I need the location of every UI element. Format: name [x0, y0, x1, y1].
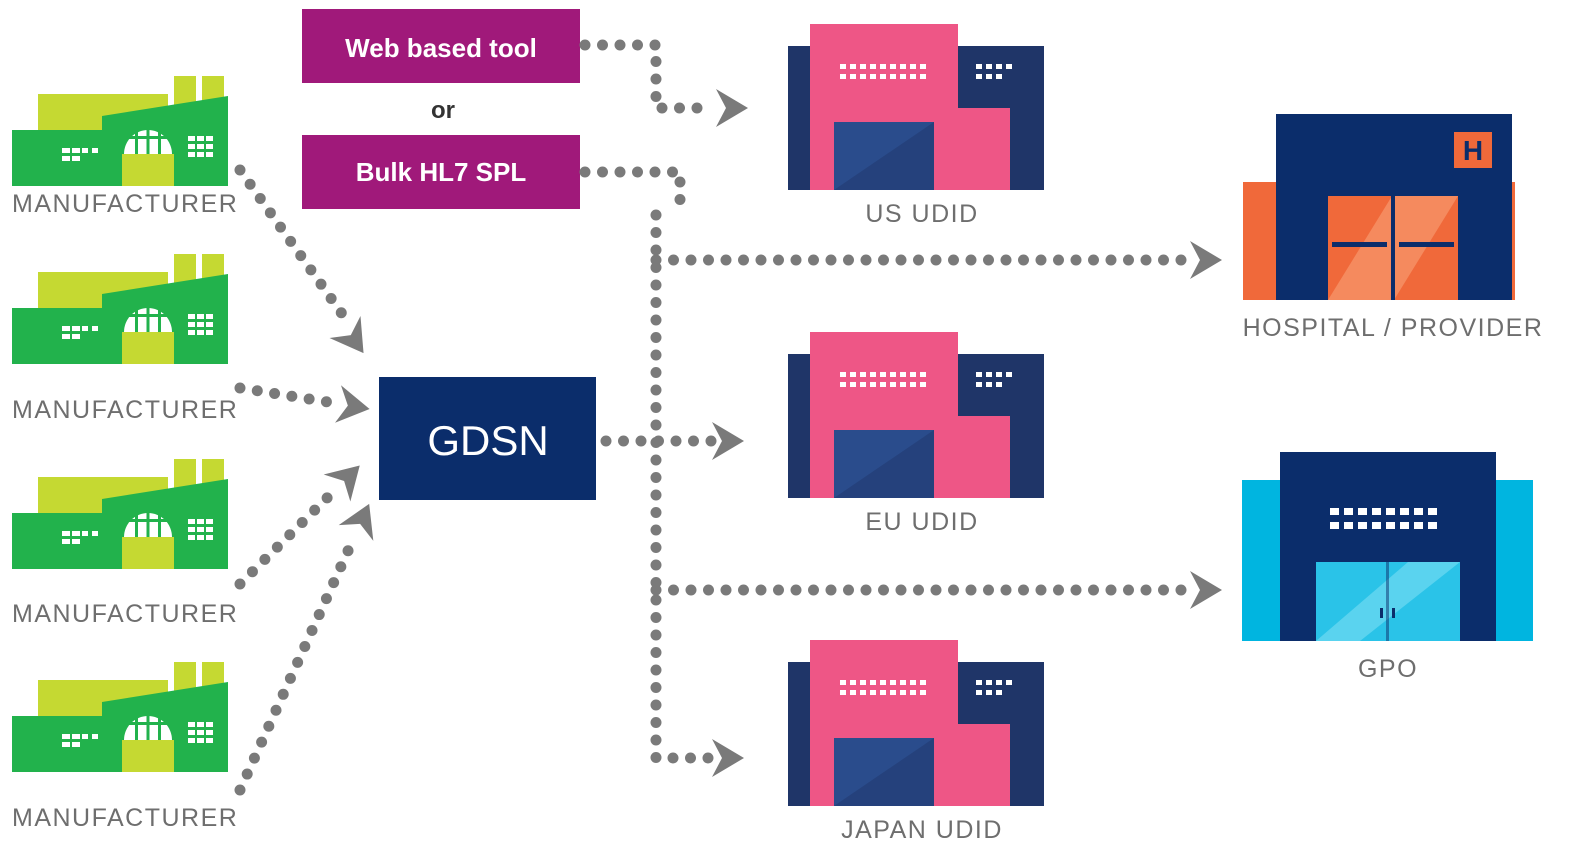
- factory-icon: [12, 76, 228, 186]
- arrow-icon: [712, 422, 744, 460]
- connector-gdsn-trunk: [650, 209, 718, 764]
- arrow-icon: [329, 315, 380, 365]
- arrow-icon: [335, 385, 373, 428]
- manufacturer-1: MANUFACTURER: [12, 76, 238, 218]
- bulk-hl7-spl-box: Bulk HL7 SPL: [302, 135, 580, 209]
- gdsn-hub: GDSN: [379, 377, 596, 500]
- udid-building-icon: [788, 24, 1044, 190]
- arrow-icon: [1190, 241, 1222, 279]
- hospital-badge: H: [1463, 135, 1483, 166]
- factory-icon: [12, 254, 228, 364]
- manufacturer-label: MANUFACTURER: [12, 396, 238, 424]
- connectors: [234, 39, 1196, 796]
- hospital-icon: H: [1243, 114, 1515, 300]
- bulk-hl7-spl-label: Bulk HL7 SPL: [356, 157, 527, 187]
- hospital-provider-label: HOSPITAL / PROVIDER: [1243, 314, 1544, 342]
- connector-mfr2-gdsn: [234, 382, 334, 408]
- gpo-label: GPO: [1358, 655, 1418, 683]
- udid-building-icon: [788, 640, 1044, 806]
- eu-udid-label: EU UDID: [865, 508, 978, 536]
- connector-mfr3-gdsn: [234, 489, 336, 590]
- manufacturer-label: MANUFACTURER: [12, 804, 238, 832]
- gpo-building-icon: [1242, 452, 1533, 641]
- manufacturer-3: MANUFACTURER: [12, 459, 238, 628]
- or-label: or: [431, 97, 455, 124]
- connector-mfr4-gdsn: [234, 536, 358, 796]
- japan-udid: JAPAN UDID: [788, 640, 1044, 844]
- japan-udid-label: JAPAN UDID: [841, 816, 1003, 844]
- eu-udid: EU UDID: [788, 332, 1044, 536]
- arrow-icon: [712, 739, 744, 777]
- factory-icon: [12, 459, 228, 569]
- hospital-provider: H HOSPITAL / PROVIDER: [1243, 114, 1544, 342]
- udid-building-icon: [788, 332, 1044, 498]
- manufacturer-label: MANUFACTURER: [12, 600, 238, 628]
- us-udid: US UDID: [788, 24, 1044, 228]
- connector-bulk-usudid: [579, 166, 686, 214]
- gpo: GPO: [1242, 452, 1533, 683]
- web-based-tool-label: Web based tool: [345, 33, 537, 63]
- manufacturer-4: MANUFACTURER: [12, 662, 238, 832]
- us-udid-label: US UDID: [865, 200, 978, 228]
- arrow-icon: [338, 496, 387, 541]
- arrow-icon: [716, 89, 748, 127]
- web-based-tool-box: Web based tool: [302, 9, 580, 83]
- connector-mfr1-gdsn: [234, 164, 351, 324]
- factory-icon: [12, 662, 228, 772]
- manufacturer-2: MANUFACTURER: [12, 254, 238, 424]
- arrow-icon: [1190, 571, 1222, 609]
- manufacturer-label: MANUFACTURER: [12, 190, 238, 218]
- gdsn-label: GDSN: [427, 417, 548, 464]
- connector-webtool-usudid: [579, 39, 718, 114]
